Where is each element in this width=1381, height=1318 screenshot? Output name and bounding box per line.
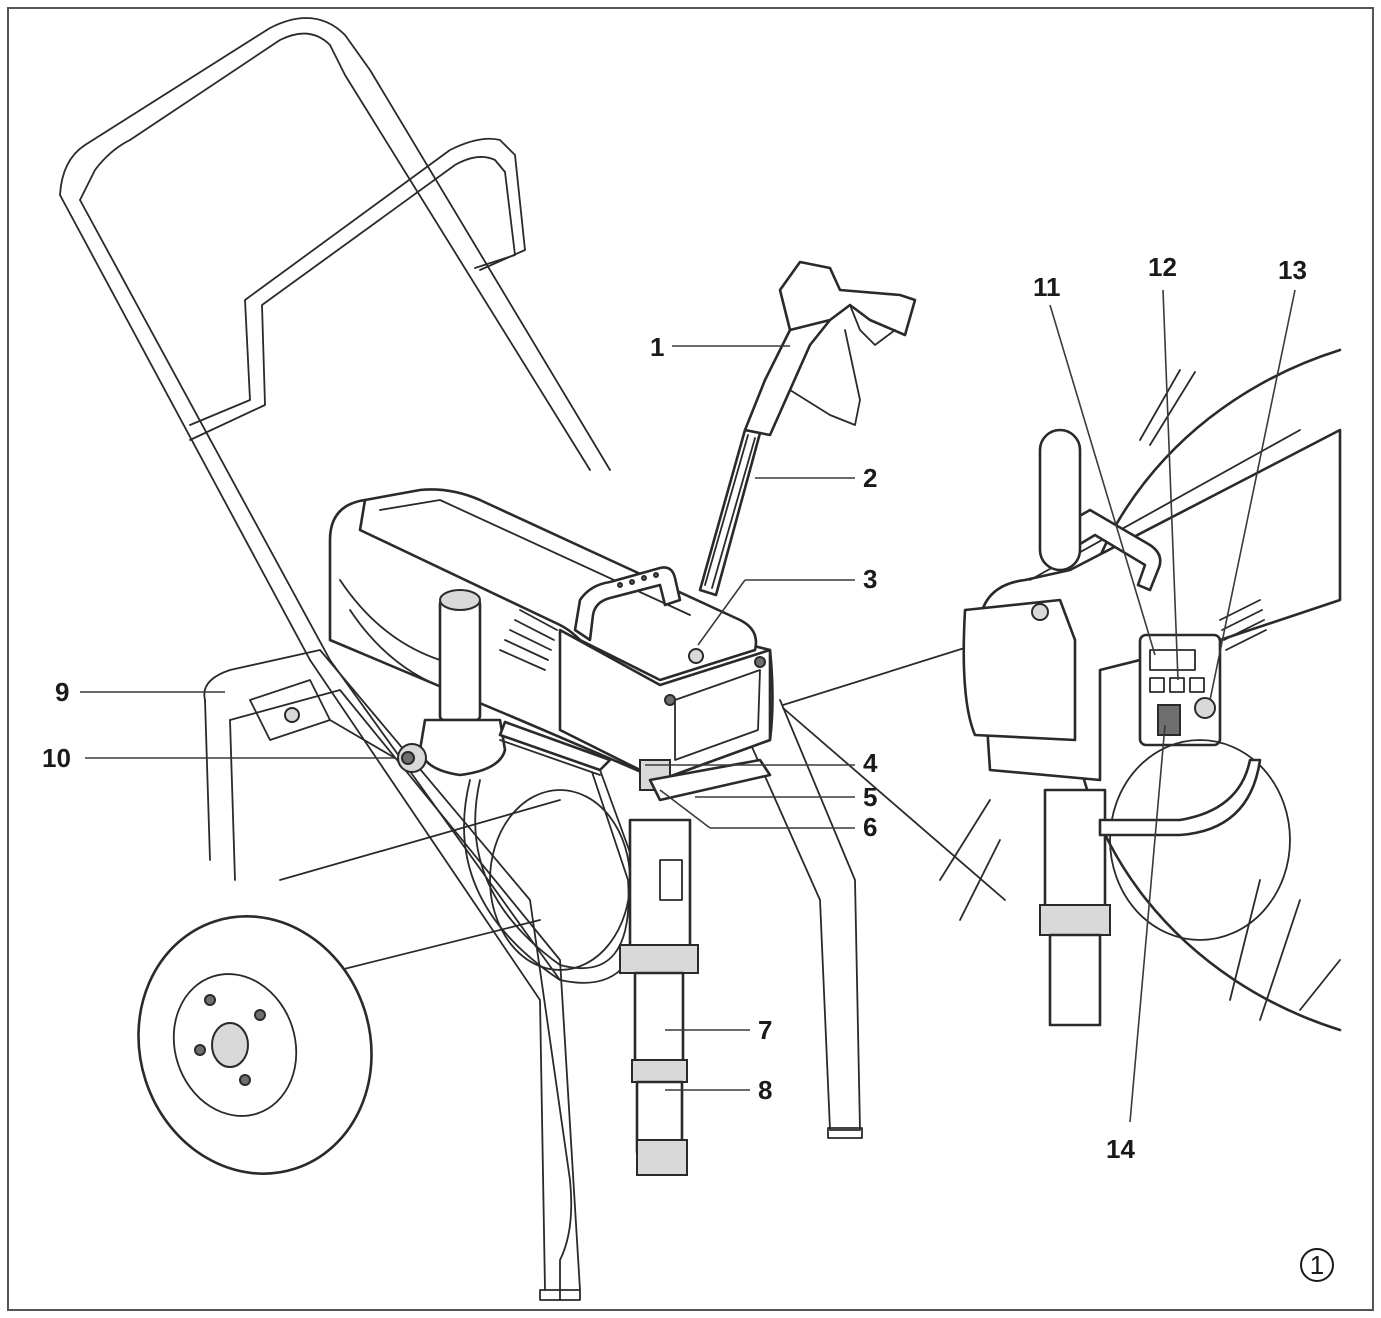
callout-7: 7 [758,1015,772,1045]
leader-lines [80,289,1296,1123]
spray-gun [698,260,917,597]
figure-number: 1 [1300,1248,1334,1282]
prime-valve-lever [648,758,772,802]
callout-5: 5 [863,782,877,812]
callout-11: 11 [1033,272,1061,302]
fluid-pump [619,818,699,1176]
callout-1: 1 [650,332,664,362]
callout-3: 3 [863,564,877,594]
figure-number-label: 1 [1310,1250,1324,1280]
callout-labels: 1 2 3 4 5 6 7 8 9 10 11 12 13 14 [42,252,1307,1164]
callout-8: 8 [758,1075,772,1105]
callout-12: 12 [1148,252,1177,282]
callout-13: 13 [1278,255,1307,285]
detail-zoom [782,348,1342,1032]
callout-14: 14 [1106,1134,1135,1164]
callout-2: 2 [863,463,877,493]
callout-4: 4 [863,748,878,778]
motor-housing [328,488,774,782]
cart-base [203,649,863,1301]
wheel [137,915,373,1175]
callout-9: 9 [55,677,69,707]
pressure-filter [329,589,507,777]
callout-6: 6 [863,812,877,842]
cart-handle [59,17,611,661]
carry-handle [573,566,682,642]
figure-border [7,7,1374,1311]
callout-10: 10 [42,743,71,773]
high-pressure-hose [498,720,612,776]
